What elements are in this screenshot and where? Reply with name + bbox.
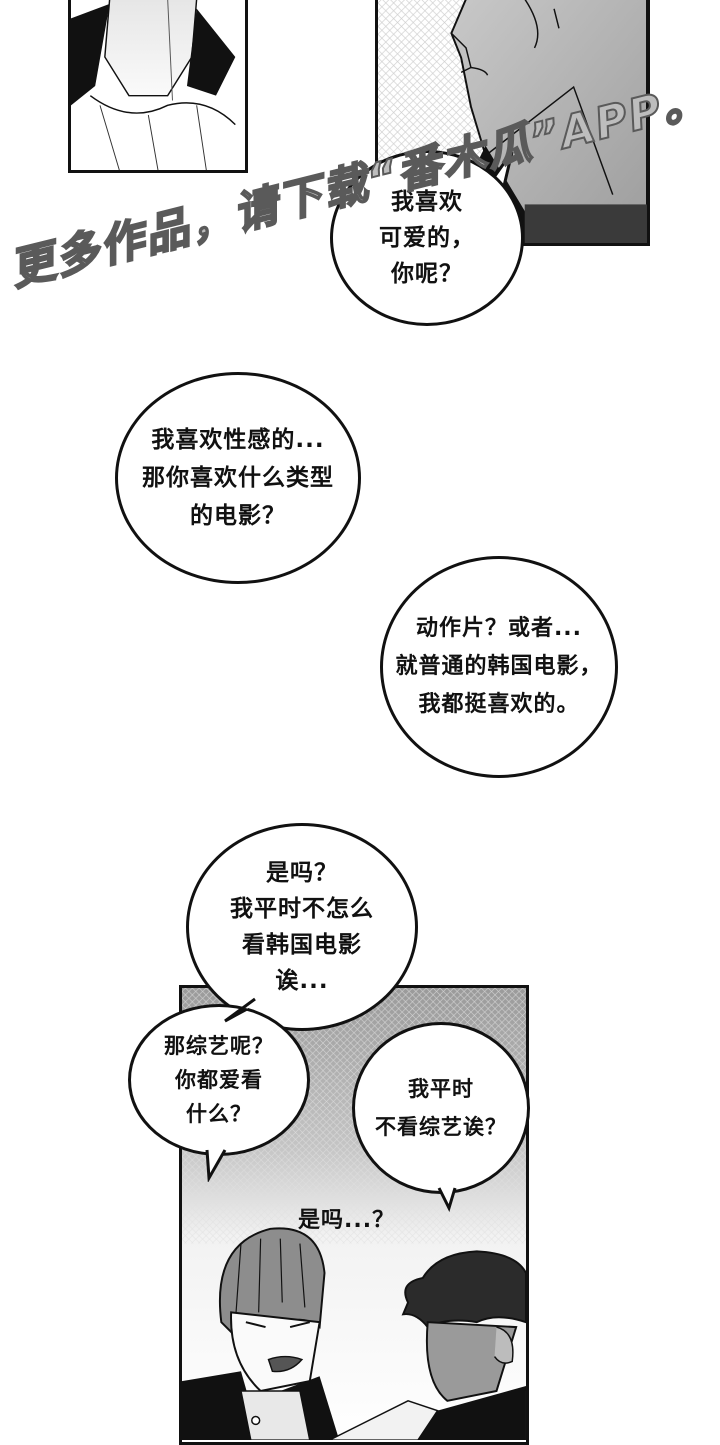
bubble-3-text: 动作片？或者... 就普通的韩国电影， 我都挺喜欢的。 [395, 616, 603, 717]
floating-dialogue-text: 是吗...？ [298, 1208, 396, 1233]
bubble-5-text: 那综艺呢？ 你都爱看 什么？ [164, 1034, 274, 1126]
speech-bubble-6: 我平时 不看综艺诶？ [352, 1022, 530, 1194]
bubble-2-text: 我喜欢性感的... 那你喜欢什么类型 的电影？ [142, 427, 334, 529]
bubble-1-text: 我喜欢 可爱的， 你呢？ [379, 189, 475, 287]
speech-bubble-5: 那综艺呢？ 你都爱看 什么？ [128, 1004, 310, 1156]
bubble-6-text: 我平时 不看综艺诶？ [375, 1077, 507, 1139]
speech-bubble-3: 动作片？或者... 就普通的韩国电影， 我都挺喜欢的。 [380, 556, 618, 778]
bubble-6-tail [437, 1187, 457, 1212]
speech-bubble-1: 我喜欢 可爱的， 你呢？ [330, 150, 524, 326]
panel-1-artwork [71, 0, 245, 170]
bubble-4-text: 是吗？ 我平时不怎么 看韩国电影 诶... [230, 860, 374, 994]
bubble-5-tail [205, 1149, 227, 1182]
bubble-4-tail [224, 997, 256, 1023]
speech-bubble-4: 是吗？ 我平时不怎么 看韩国电影 诶... [186, 823, 418, 1031]
panel-1 [68, 0, 248, 173]
speech-bubble-2: 我喜欢性感的... 那你喜欢什么类型 的电影？ [115, 372, 361, 584]
